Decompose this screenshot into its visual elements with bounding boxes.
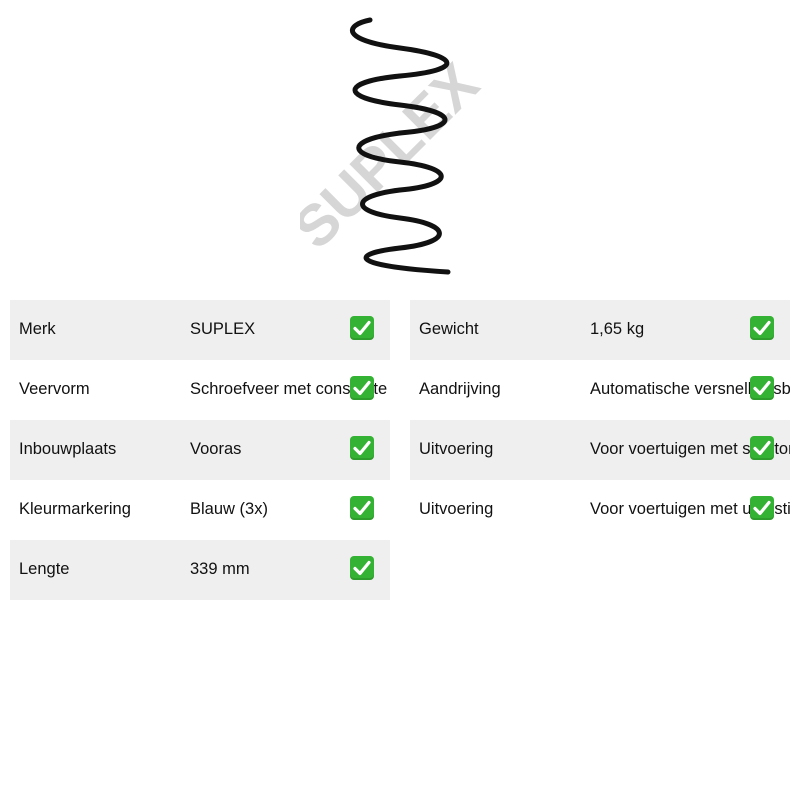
spec-table-left: Merk SUPLEX Veervorm Schroefveer met con… bbox=[10, 300, 390, 600]
spec-label: Uitvoering bbox=[419, 440, 494, 458]
spec-value: Automatische versnellingsbak bbox=[590, 380, 790, 398]
watermark: SUPLEX bbox=[300, 51, 491, 261]
spec-row-aandrijving: Aandrijving Automatische versnellingsbak bbox=[410, 360, 790, 420]
spec-value: Schroefveer met constante bbox=[190, 380, 388, 398]
spec-row-veervorm: Veervorm Schroefveer met constante bbox=[10, 360, 390, 420]
spec-label: Lengte bbox=[19, 560, 70, 578]
spec-label: Kleurmarkering bbox=[19, 500, 131, 518]
check-mark-icon bbox=[350, 556, 374, 580]
spec-row-uitvoering: Uitvoering Voor voertuigen met uitrustin… bbox=[410, 480, 790, 540]
spec-value: Voor voertuigen met sportonderstel bbox=[590, 440, 790, 458]
check-mark-icon bbox=[350, 436, 374, 460]
check-mark-icon bbox=[350, 316, 374, 340]
spec-row-uitvoering: Uitvoering Voor voertuigen met sportonde… bbox=[410, 420, 790, 480]
spec-label: Veervorm bbox=[19, 380, 90, 398]
spec-table-right: Gewicht 1,65 kg Aandrijving Automatische… bbox=[410, 300, 790, 540]
spec-value: SUPLEX bbox=[190, 320, 256, 338]
spec-label: Uitvoering bbox=[419, 500, 494, 518]
spec-value: Vooras bbox=[190, 440, 242, 458]
spec-row-kleurmarkering: Kleurmarkering Blauw (3x) bbox=[10, 480, 390, 540]
coil-spring-image: SUPLEX bbox=[300, 17, 491, 275]
check-mark-icon bbox=[750, 376, 774, 400]
spec-value: Blauw (3x) bbox=[190, 500, 268, 518]
check-mark-icon bbox=[750, 316, 774, 340]
spec-row-inbouwplaats: Inbouwplaats Vooras bbox=[10, 420, 390, 480]
check-mark-icon bbox=[750, 436, 774, 460]
spec-row-merk: Merk SUPLEX bbox=[10, 300, 390, 360]
product-image: SUPLEX bbox=[300, 10, 500, 285]
spec-label: Aandrijving bbox=[419, 380, 501, 398]
spec-value: 1,65 kg bbox=[590, 320, 645, 338]
check-mark-icon bbox=[750, 496, 774, 520]
check-mark-icon bbox=[350, 496, 374, 520]
spec-row-gewicht: Gewicht 1,65 kg bbox=[410, 300, 790, 360]
spec-label: Inbouwplaats bbox=[19, 440, 117, 458]
spec-value: Voor voertuigen met uitrusting bbox=[590, 500, 790, 518]
spec-row-lengte: Lengte 339 mm bbox=[10, 540, 390, 600]
check-mark-icon bbox=[350, 376, 374, 400]
spec-label: Gewicht bbox=[419, 320, 479, 338]
spec-label: Merk bbox=[19, 320, 56, 338]
spec-value: 339 mm bbox=[190, 560, 250, 578]
